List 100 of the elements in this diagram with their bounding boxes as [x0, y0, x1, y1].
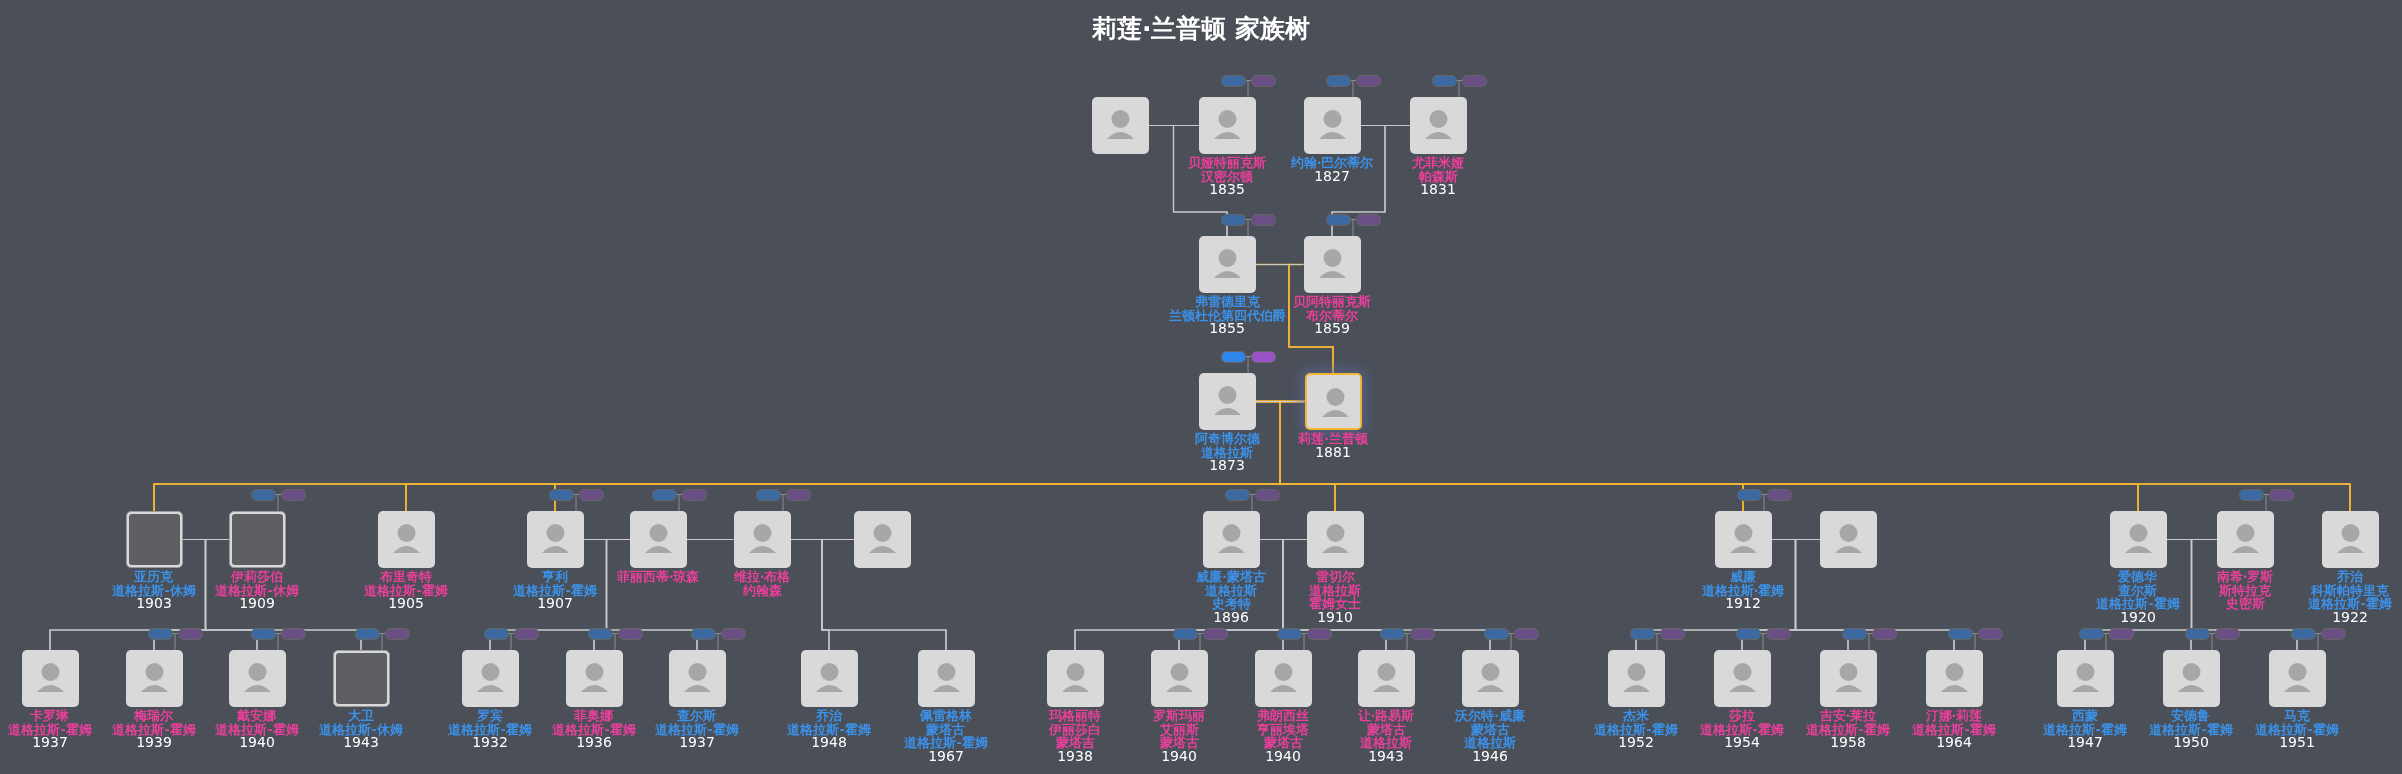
person-name: 南希·罗斯: [2216, 570, 2274, 584]
person-name: 查尔斯: [2118, 583, 2158, 597]
birth-year: 1896: [1213, 610, 1249, 624]
birth-year: 1950: [2172, 736, 2210, 750]
birth-year: 1937: [678, 736, 716, 750]
person-name: 道格拉斯: [1309, 583, 1361, 597]
person-name: 大卫: [347, 709, 375, 723]
person-name: 爱德华: [2117, 570, 2159, 584]
connector-line: [2190, 538, 2298, 651]
connector-line: [605, 538, 698, 651]
person-name: 蒙塔古: [1470, 722, 1510, 736]
birth-year: 1905: [387, 597, 425, 611]
person-name: 道格拉斯-霍姆: [2308, 597, 2392, 611]
person-name: 道格拉斯: [1201, 445, 1253, 459]
person-name: 道格拉斯-霍姆: [1700, 722, 1784, 736]
person-name: 道格拉斯-霍姆: [787, 722, 871, 736]
birth-year: 1940: [238, 736, 276, 750]
birth-year: 1951: [2278, 736, 2316, 750]
connector-line: [2165, 538, 2218, 541]
person-name: 贝娅特丽克斯: [1188, 156, 1266, 170]
person-name: 莎拉: [1728, 709, 1756, 723]
person-name: 道格拉斯-霍姆: [112, 722, 196, 736]
person-name: 佩雷格林: [918, 709, 973, 723]
person-name: 道格拉斯-休姆: [112, 583, 196, 597]
person-name: 道格拉斯-霍姆: [2096, 597, 2180, 611]
person-name: 科斯帕特里克: [2311, 583, 2389, 597]
birth-year: 1932: [471, 736, 509, 750]
person-name: 霍姆女士: [1309, 597, 1361, 611]
birth-year: 1835: [1209, 183, 1246, 197]
connector-line: [821, 538, 947, 651]
person-name: 兰顿杜伦第四代伯爵: [1168, 308, 1286, 322]
person-name: 道格拉斯-霍姆: [215, 722, 299, 736]
person-name: 卡罗琳: [29, 709, 71, 723]
person-name: 蒙塔古: [925, 722, 966, 736]
birth-year: 1940: [1265, 749, 1301, 763]
birth-year: 1920: [2120, 610, 2156, 624]
connector-line: [789, 538, 855, 541]
connector-line: [1172, 124, 1228, 237]
birth-year: 1967: [928, 749, 964, 763]
person-name: 罗斯玛丽: [1153, 709, 1205, 723]
person-name: 弗朗西丝: [1257, 709, 1309, 723]
person-name: 约翰森: [742, 583, 782, 597]
birth-year: 1922: [2332, 610, 2368, 624]
connector-line: [1770, 538, 1821, 541]
person-name: 马克: [2283, 709, 2311, 723]
birth-year: 1938: [1057, 749, 1093, 763]
birth-year: 1943: [1368, 749, 1404, 763]
person-name: 亨利: [541, 570, 569, 584]
person-name: 道格拉斯-休姆: [319, 722, 403, 736]
person-name: 蒙塔吉: [1055, 736, 1095, 750]
person-name: 吉安·莱拉: [1818, 709, 1878, 723]
person-name: 道格拉斯-霍姆: [2149, 722, 2233, 736]
birth-year: 1881: [1315, 445, 1351, 459]
birth-year: 1948: [810, 736, 848, 750]
person-name: 威廉: [1729, 570, 1757, 584]
person-name: 尤菲米娅: [1412, 156, 1464, 170]
person-name: 道格拉斯-霍姆: [8, 722, 92, 736]
person-name: 伊丽莎白: [1049, 722, 1101, 736]
person-name: 查尔斯: [676, 709, 718, 723]
person-name: 梅瑞尔: [133, 709, 175, 723]
person-name: 史密斯: [2225, 597, 2265, 611]
person-name: 杰米: [1622, 709, 1650, 723]
person-name: 安德鲁: [2170, 709, 2212, 723]
birth-year: 1954: [1723, 736, 1761, 750]
person-name: 道格拉斯-霍姆: [655, 722, 739, 736]
person-name: 蒙塔古: [1366, 722, 1406, 736]
person-name: 亚历克: [133, 570, 175, 584]
person-name: 帕森斯: [1418, 169, 1458, 183]
birth-year: 1946: [1472, 749, 1508, 763]
person-name: 蒙塔古: [1263, 736, 1303, 750]
person-name: 道格拉斯-霍姆: [1806, 722, 1890, 736]
person-name: 莉莲·兰普顿: [1298, 432, 1368, 446]
birth-year: 1903: [135, 597, 173, 611]
person-name: 乔治: [2337, 570, 2363, 584]
person-name: 布尔蒂尔: [1306, 308, 1358, 322]
birth-year: 1943: [342, 736, 380, 750]
birth-year: 1831: [1420, 183, 1456, 197]
connector-line: [1147, 124, 1200, 127]
person-name: 道格拉斯-霍姆: [448, 722, 532, 736]
connector-line: [1359, 124, 1411, 127]
birth-year: 1952: [1617, 736, 1655, 750]
person-name: 乔治: [815, 709, 843, 723]
birth-year: 1859: [1313, 322, 1351, 336]
birth-year: 1939: [135, 736, 173, 750]
person-name: 让·路易斯: [1357, 709, 1415, 723]
person-name: 弗雷德里克: [1193, 295, 1261, 309]
person-name: 沃尔特·威廉: [1455, 709, 1525, 723]
person-name: 道格拉斯-霍姆: [364, 583, 448, 597]
birth-year: 1907: [536, 597, 574, 611]
birth-year: 1873: [1208, 459, 1246, 473]
person-name: 维拉·布格: [733, 570, 791, 584]
birth-year: 1940: [1161, 749, 1197, 763]
person-name: 道格拉斯-霍姆: [552, 722, 636, 736]
connector-line: [685, 538, 735, 541]
connector-line: [1254, 400, 1306, 403]
person-name: 罗宾: [477, 709, 504, 723]
person-name: 威廉·蒙塔古: [1196, 570, 1266, 584]
person-name: 菲丽西蒂·琼森: [616, 570, 700, 584]
person-name: 玛格丽特: [1049, 709, 1101, 723]
person-name: 道格拉斯-休姆: [215, 583, 299, 597]
